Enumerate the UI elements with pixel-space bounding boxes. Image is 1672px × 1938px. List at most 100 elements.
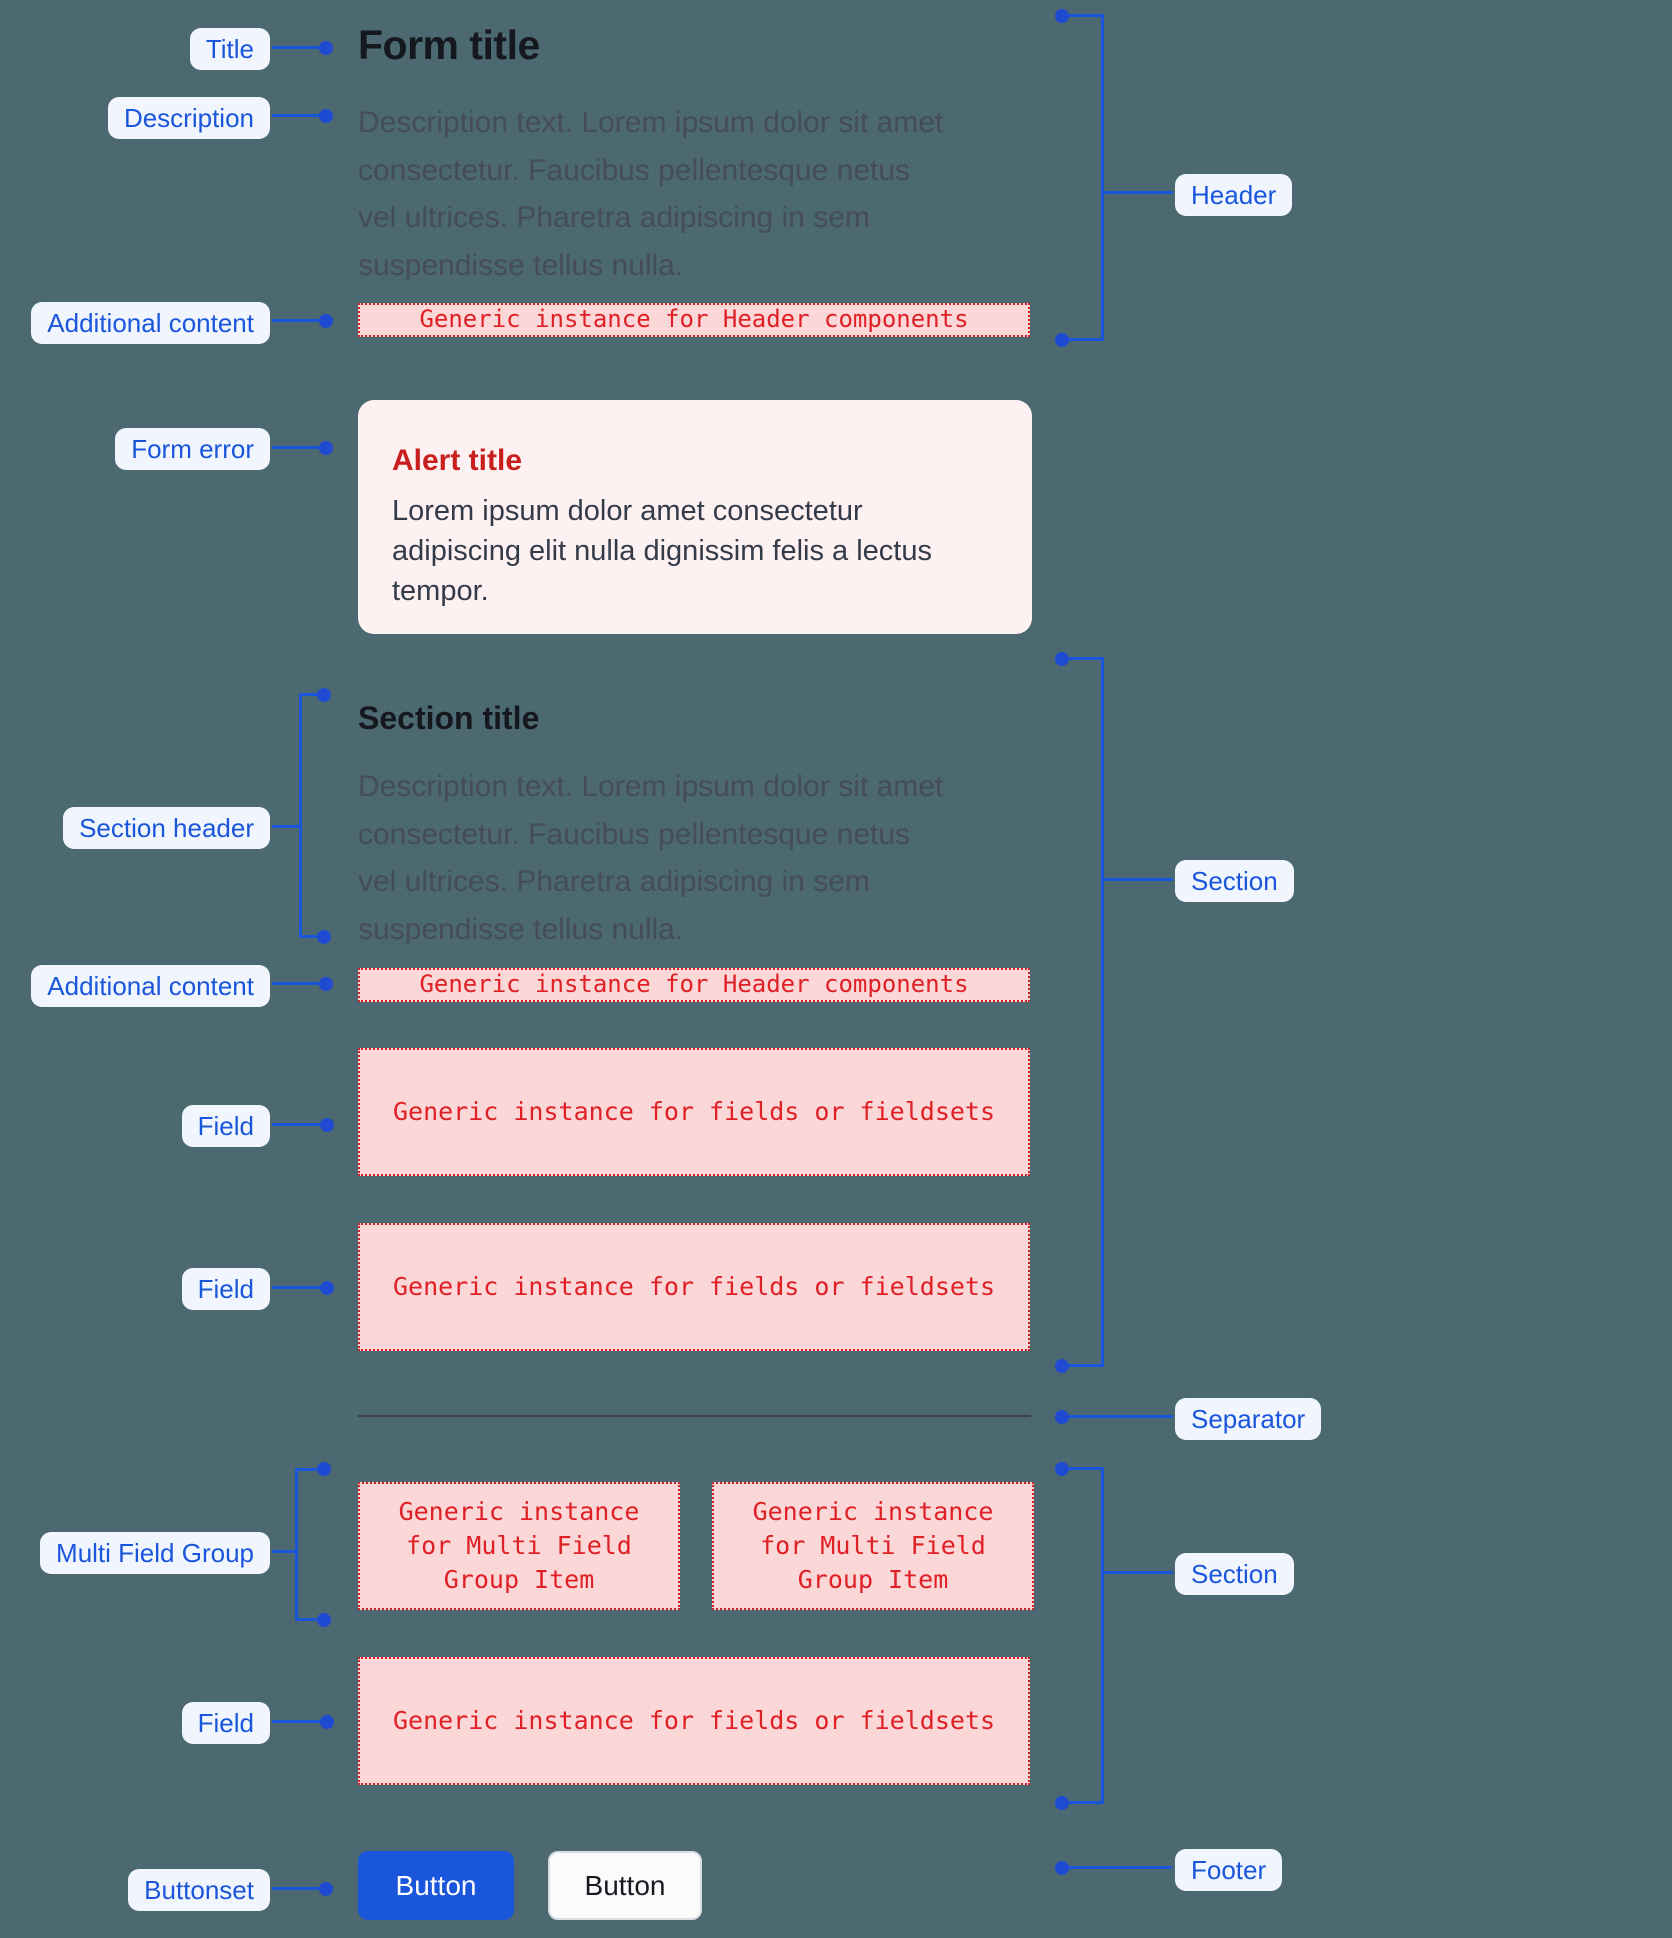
connector-dot [1055, 1462, 1069, 1476]
connector-line [272, 1550, 297, 1553]
connector-dot [319, 41, 333, 55]
connector-line [1068, 1801, 1104, 1804]
connector-line [272, 1123, 327, 1126]
connector-dot [319, 977, 333, 991]
connector-line [272, 319, 326, 322]
alert-body: Lorem ipsum dolor amet consectetur adipi… [392, 491, 998, 611]
annotation-badge-separator: Separator [1175, 1398, 1322, 1440]
section-description-line: vel ultrices. Pharetra adipiscing in sem [358, 865, 870, 898]
connector-line [272, 1286, 327, 1289]
multi-field-line: Group Item [797, 1565, 949, 1594]
multi-field-line: for Multi Field [760, 1531, 986, 1560]
connector-dot [317, 1462, 331, 1476]
connector-line [295, 1618, 317, 1621]
form-error-alert: Alert title Lorem ipsum dolor amet conse… [358, 400, 1032, 634]
connector-line [1068, 1866, 1172, 1869]
connector-line [1068, 14, 1104, 17]
annotation-badge-header: Header [1175, 174, 1293, 216]
connector-dot [319, 109, 333, 123]
section-description: Description text. Lorem ipsum dolor sit … [358, 763, 1038, 953]
section-additional-content-placeholder: Generic instance for Header components [358, 968, 1030, 1002]
connector-line [299, 935, 319, 938]
connector-dot [1055, 652, 1069, 666]
annotation-badge-section-1: Section [1175, 860, 1294, 902]
form-description-line: Description text. Lorem ipsum dolor sit … [358, 106, 944, 139]
connector-line [1068, 657, 1104, 660]
annotation-badge-description: Description [107, 97, 270, 139]
primary-button[interactable]: Button [358, 1851, 514, 1920]
connector-dot [320, 1118, 334, 1132]
alert-body-line: tempor. [392, 575, 489, 607]
connector-dot [1055, 1410, 1069, 1424]
multi-field-line: Generic instance [398, 1497, 640, 1526]
annotation-badge-additional-content-1: Additional content [31, 302, 270, 344]
form-description-line: consectetur. Faucibus pellentesque netus [358, 153, 911, 187]
connector-line [272, 825, 300, 828]
connector-line [299, 693, 319, 696]
connector-line [1068, 1415, 1173, 1418]
connector-bracket [1101, 657, 1104, 1367]
section-description-line: consectetur. Faucibus pellentesque netus [358, 817, 911, 851]
annotation-badge-buttonset: Buttonset [128, 1869, 270, 1911]
annotation-badge-multi-field-group: Multi Field Group [40, 1532, 270, 1574]
secondary-button[interactable]: Button [548, 1851, 702, 1920]
multi-field-group-item-1: Generic instance for Multi Field Group I… [358, 1482, 680, 1610]
connector-line [272, 114, 326, 117]
section-description-line: suspendisse tellus nulla. [358, 912, 684, 946]
section-title: Section title [358, 700, 540, 736]
form-title: Form title [358, 22, 540, 68]
connector-line [272, 1720, 327, 1723]
connector-line [1104, 191, 1173, 194]
connector-dot [1055, 1359, 1069, 1373]
multi-field-group-item-2: Generic instance for Multi Field Group I… [712, 1482, 1034, 1610]
alert-title: Alert title [392, 444, 523, 477]
connector-line [272, 446, 326, 449]
multi-field-line: for Multi Field [406, 1531, 632, 1560]
connector-line [1068, 1467, 1104, 1470]
annotation-badge-field-2: Field [181, 1268, 270, 1310]
alert-body-line: adipiscing elit nulla dignissim felis a … [392, 535, 932, 567]
connector-line [272, 982, 326, 985]
connector-line [1068, 1364, 1104, 1367]
section-description-line: Description text. Lorem ipsum dolor sit … [358, 770, 944, 803]
field-placeholder-2: Generic instance for fields or fieldsets [358, 1223, 1030, 1351]
field-placeholder-1: Generic instance for fields or fieldsets [358, 1048, 1030, 1176]
form-description-line: suspendisse tellus nulla. [358, 248, 684, 282]
connector-dot [320, 1715, 334, 1729]
connector-dot [1055, 333, 1069, 347]
connector-line [1068, 338, 1104, 341]
connector-dot [1055, 9, 1069, 23]
connector-bracket [295, 1468, 298, 1620]
connector-dot [319, 1882, 333, 1896]
connector-bracket [1101, 1467, 1104, 1804]
connector-dot [319, 441, 333, 455]
alert-body-line: Lorem ipsum dolor amet consectetur [392, 495, 863, 527]
annotation-badge-field-3: Field [181, 1702, 270, 1744]
connector-line [1104, 1571, 1173, 1574]
connector-bracket [1101, 14, 1104, 341]
connector-dot [1055, 1861, 1069, 1875]
annotation-badge-field-1: Field [181, 1105, 270, 1147]
form-description-line: vel ultrices. Pharetra adipiscing in sem [358, 201, 870, 234]
annotation-badge-section-header: Section header [63, 807, 270, 849]
connector-dot [319, 314, 333, 328]
connector-dot [317, 1613, 331, 1627]
connector-line [1104, 878, 1173, 881]
annotation-badge-section-2: Section [1175, 1553, 1294, 1595]
connector-dot [1055, 1796, 1069, 1810]
connector-dot [320, 1281, 334, 1295]
form-description: Description text. Lorem ipsum dolor sit … [358, 99, 1038, 289]
annotation-badge-title: Title [189, 28, 270, 70]
connector-bracket [299, 693, 302, 938]
multi-field-line: Generic instance [752, 1497, 994, 1526]
connector-dot [317, 688, 331, 702]
connector-dot [317, 930, 331, 944]
connector-line [295, 1468, 317, 1471]
separator-line [358, 1415, 1031, 1417]
annotation-badge-form-error: Form error [115, 428, 270, 470]
connector-line [272, 1887, 326, 1890]
connector-line [272, 46, 326, 49]
annotation-badge-footer: Footer [1175, 1849, 1283, 1891]
header-additional-content-placeholder: Generic instance for Header components [358, 303, 1030, 337]
